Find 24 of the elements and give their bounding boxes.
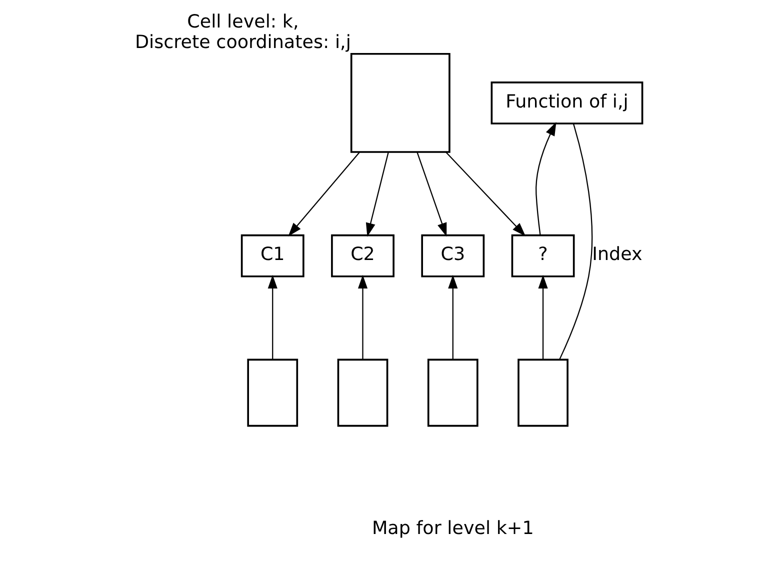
arrow	[365, 152, 388, 237]
node-box	[350, 52, 450, 153]
node-box	[426, 358, 478, 427]
arrow	[448, 274, 458, 360]
connector	[558, 124, 592, 360]
node-box: C2	[330, 234, 394, 278]
node-box: Function of i,j	[490, 81, 643, 124]
node-box	[336, 358, 388, 427]
arrow	[538, 274, 548, 360]
arrow	[288, 152, 360, 236]
label: Map for level k+1	[371, 518, 534, 539]
node-box: ?	[510, 234, 574, 278]
node-box	[517, 358, 568, 427]
arrow	[357, 274, 368, 360]
node-box: C1	[240, 234, 304, 278]
node-box: C3	[420, 234, 484, 278]
node-label: Cell level: k,	[186, 11, 298, 32]
arrow	[416, 152, 446, 237]
node-label: Discrete coordinates: i,j	[134, 32, 350, 53]
arrow	[535, 122, 556, 236]
arrow	[445, 152, 526, 236]
node-box	[246, 358, 298, 427]
arrow	[267, 274, 277, 360]
edge-label: Index	[592, 244, 642, 266]
